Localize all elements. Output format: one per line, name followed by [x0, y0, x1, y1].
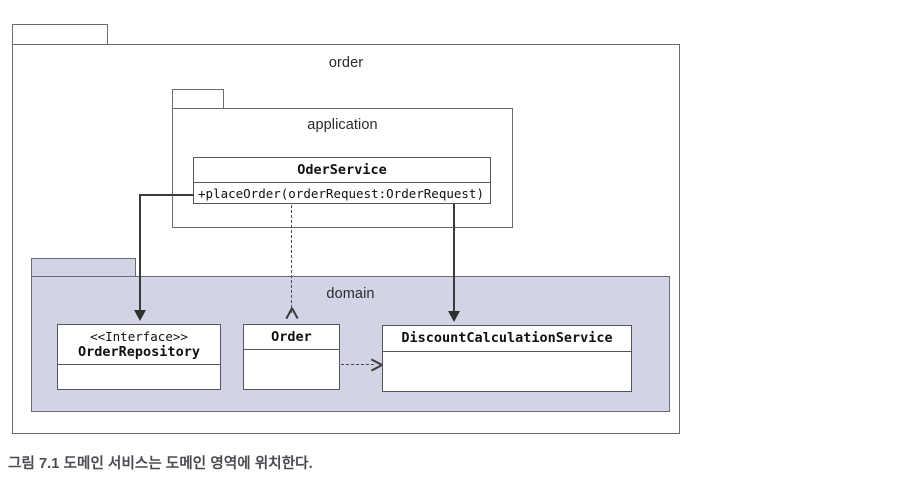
uml-class-name-order: Order	[244, 325, 339, 350]
connector-oderservice-discount-segment	[453, 204, 455, 314]
uml-class-name-text-orderrepository: OrderRepository	[78, 343, 200, 360]
arrowhead-oderservice-orderrepository	[134, 310, 146, 321]
uml-class-name-discountcalculationservice: DiscountCalculationService	[383, 326, 631, 352]
uml-class-name-orderrepository: <<Interface>> OrderRepository	[58, 325, 220, 365]
uml-class-discountcalculationservice[interactable]: DiscountCalculationService	[382, 325, 632, 392]
figure-caption: 그림 7.1 도메인 서비스는 도메인 영역에 위치한다.	[8, 456, 313, 472]
package-label-domain: domain	[326, 286, 375, 302]
uml-class-order[interactable]: Order	[243, 324, 340, 390]
uml-operations-orderrepository	[58, 365, 220, 389]
package-label-order: order	[328, 55, 364, 71]
connector-oderservice-order-segment	[291, 205, 292, 313]
uml-operations-order	[244, 350, 339, 389]
arrowhead-oderservice-discount	[448, 311, 460, 322]
uml-class-oderservice[interactable]: OderService +placeOrder(orderRequest:Ord…	[193, 157, 491, 204]
uml-operations-discountcalculationservice	[383, 352, 631, 391]
connector-oderservice-orderrepository-segment-h	[139, 194, 195, 196]
uml-class-name-oderservice: OderService	[194, 158, 490, 183]
connector-order-discount-segment	[341, 364, 374, 365]
arrowhead-oderservice-order	[285, 308, 297, 319]
uml-operation-oderservice-placeorder: +placeOrder(orderRequest:OrderRequest)	[198, 185, 484, 201]
connector-oderservice-orderrepository-segment-v	[139, 194, 141, 312]
uml-class-orderrepository[interactable]: <<Interface>> OrderRepository	[57, 324, 221, 390]
package-tab-application	[172, 89, 224, 109]
package-tab-domain	[31, 258, 136, 277]
package-tab-order	[12, 24, 108, 45]
package-label-application: application	[307, 117, 378, 133]
arrowhead-order-discount	[370, 358, 381, 370]
uml-stereotype-interface: <<Interface>>	[90, 328, 188, 344]
